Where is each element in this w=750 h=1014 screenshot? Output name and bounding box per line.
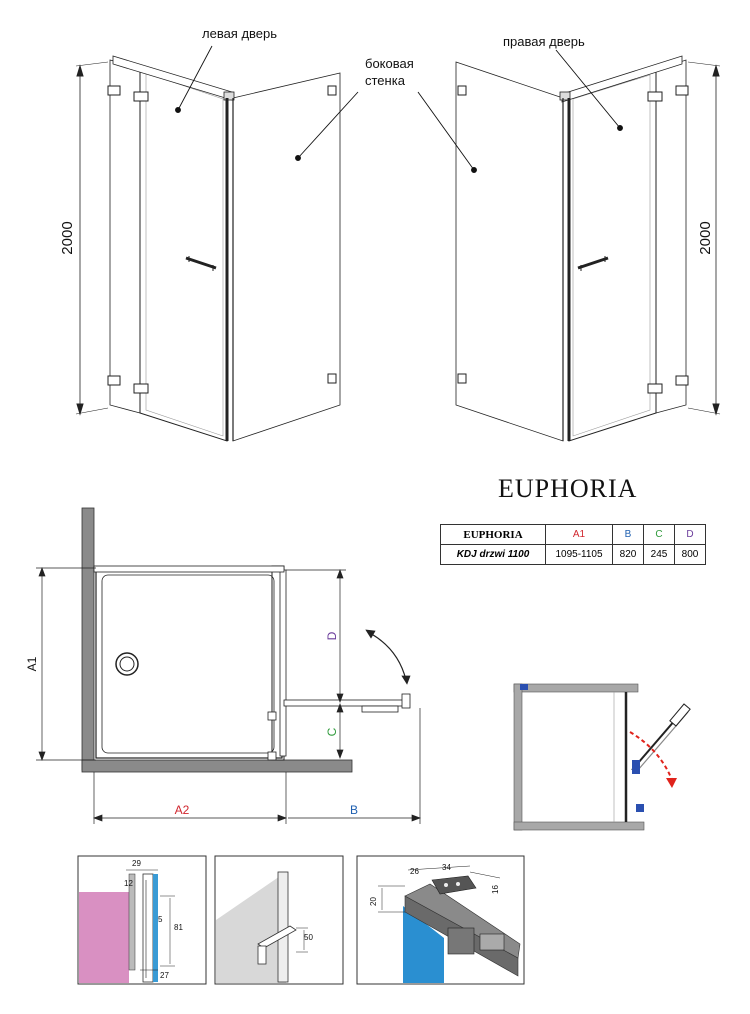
brand-title: EUPHORIA — [498, 474, 638, 503]
detail1-dim-b: 12 — [124, 879, 133, 888]
dim-a2-label: A2 — [175, 803, 190, 817]
left-door-label: левая дверь — [202, 26, 277, 41]
right-enclosure-iso — [455, 55, 721, 442]
spec-header-c: C — [643, 524, 675, 545]
spec-row-a1: 1095-1105 — [545, 544, 613, 565]
detail3-dim-d: 20 — [369, 897, 378, 906]
spec-header-a1: A1 — [545, 524, 613, 545]
detail3-dim-c: 16 — [491, 885, 500, 894]
detail3-dim-b: 34 — [442, 863, 451, 872]
detail1-dim-a: 29 — [132, 859, 141, 868]
plan-dimension-lines — [36, 567, 421, 824]
spec-table: EUPHORIA A1 B C D KDJ drzwi 1100 1095-11… — [440, 524, 706, 565]
right-door-label: правая дверь — [503, 34, 585, 49]
left-enclosure-iso — [75, 55, 341, 442]
spec-table-row: KDJ drzwi 1100 1095-1105 820 245 800 — [440, 544, 706, 565]
detail1-dim-d: 5 — [158, 915, 163, 924]
height-label-left: 2000 — [59, 221, 76, 254]
dim-a1-label: A1 — [25, 656, 39, 671]
spec-row-b: 820 — [612, 544, 644, 565]
hinge-swing-detail — [513, 683, 691, 831]
dim-c-label: C — [325, 727, 339, 736]
spec-header-d: D — [674, 524, 706, 545]
detail3-dim-a: 26 — [410, 867, 419, 876]
spec-row-d: 800 — [674, 544, 706, 565]
spec-header-b: B — [612, 524, 644, 545]
detail-profile-section — [77, 855, 207, 985]
side-wall-label-2: стенка — [365, 73, 406, 88]
spec-header-model: EUPHORIA — [440, 524, 546, 545]
height-label-right: 2000 — [697, 221, 714, 254]
right-iso-leaders — [417, 49, 623, 173]
detail1-dim-c: 81 — [174, 923, 183, 932]
spec-row-c: 245 — [643, 544, 675, 565]
dim-b-label: B — [350, 803, 358, 817]
detail-handle-section — [214, 855, 344, 985]
spec-row-name: KDJ drzwi 1100 — [440, 544, 546, 565]
plan-view — [81, 507, 411, 773]
detail-rail-section — [356, 855, 525, 985]
spec-table-header: EUPHORIA A1 B C D — [440, 524, 706, 545]
detail2-dim-a: 50 — [304, 933, 313, 942]
side-wall-label-1: боковая — [365, 56, 414, 71]
detail1-dim-e: 27 — [160, 971, 169, 980]
left-iso-leaders — [175, 45, 359, 161]
dim-d-label: D — [325, 631, 339, 640]
